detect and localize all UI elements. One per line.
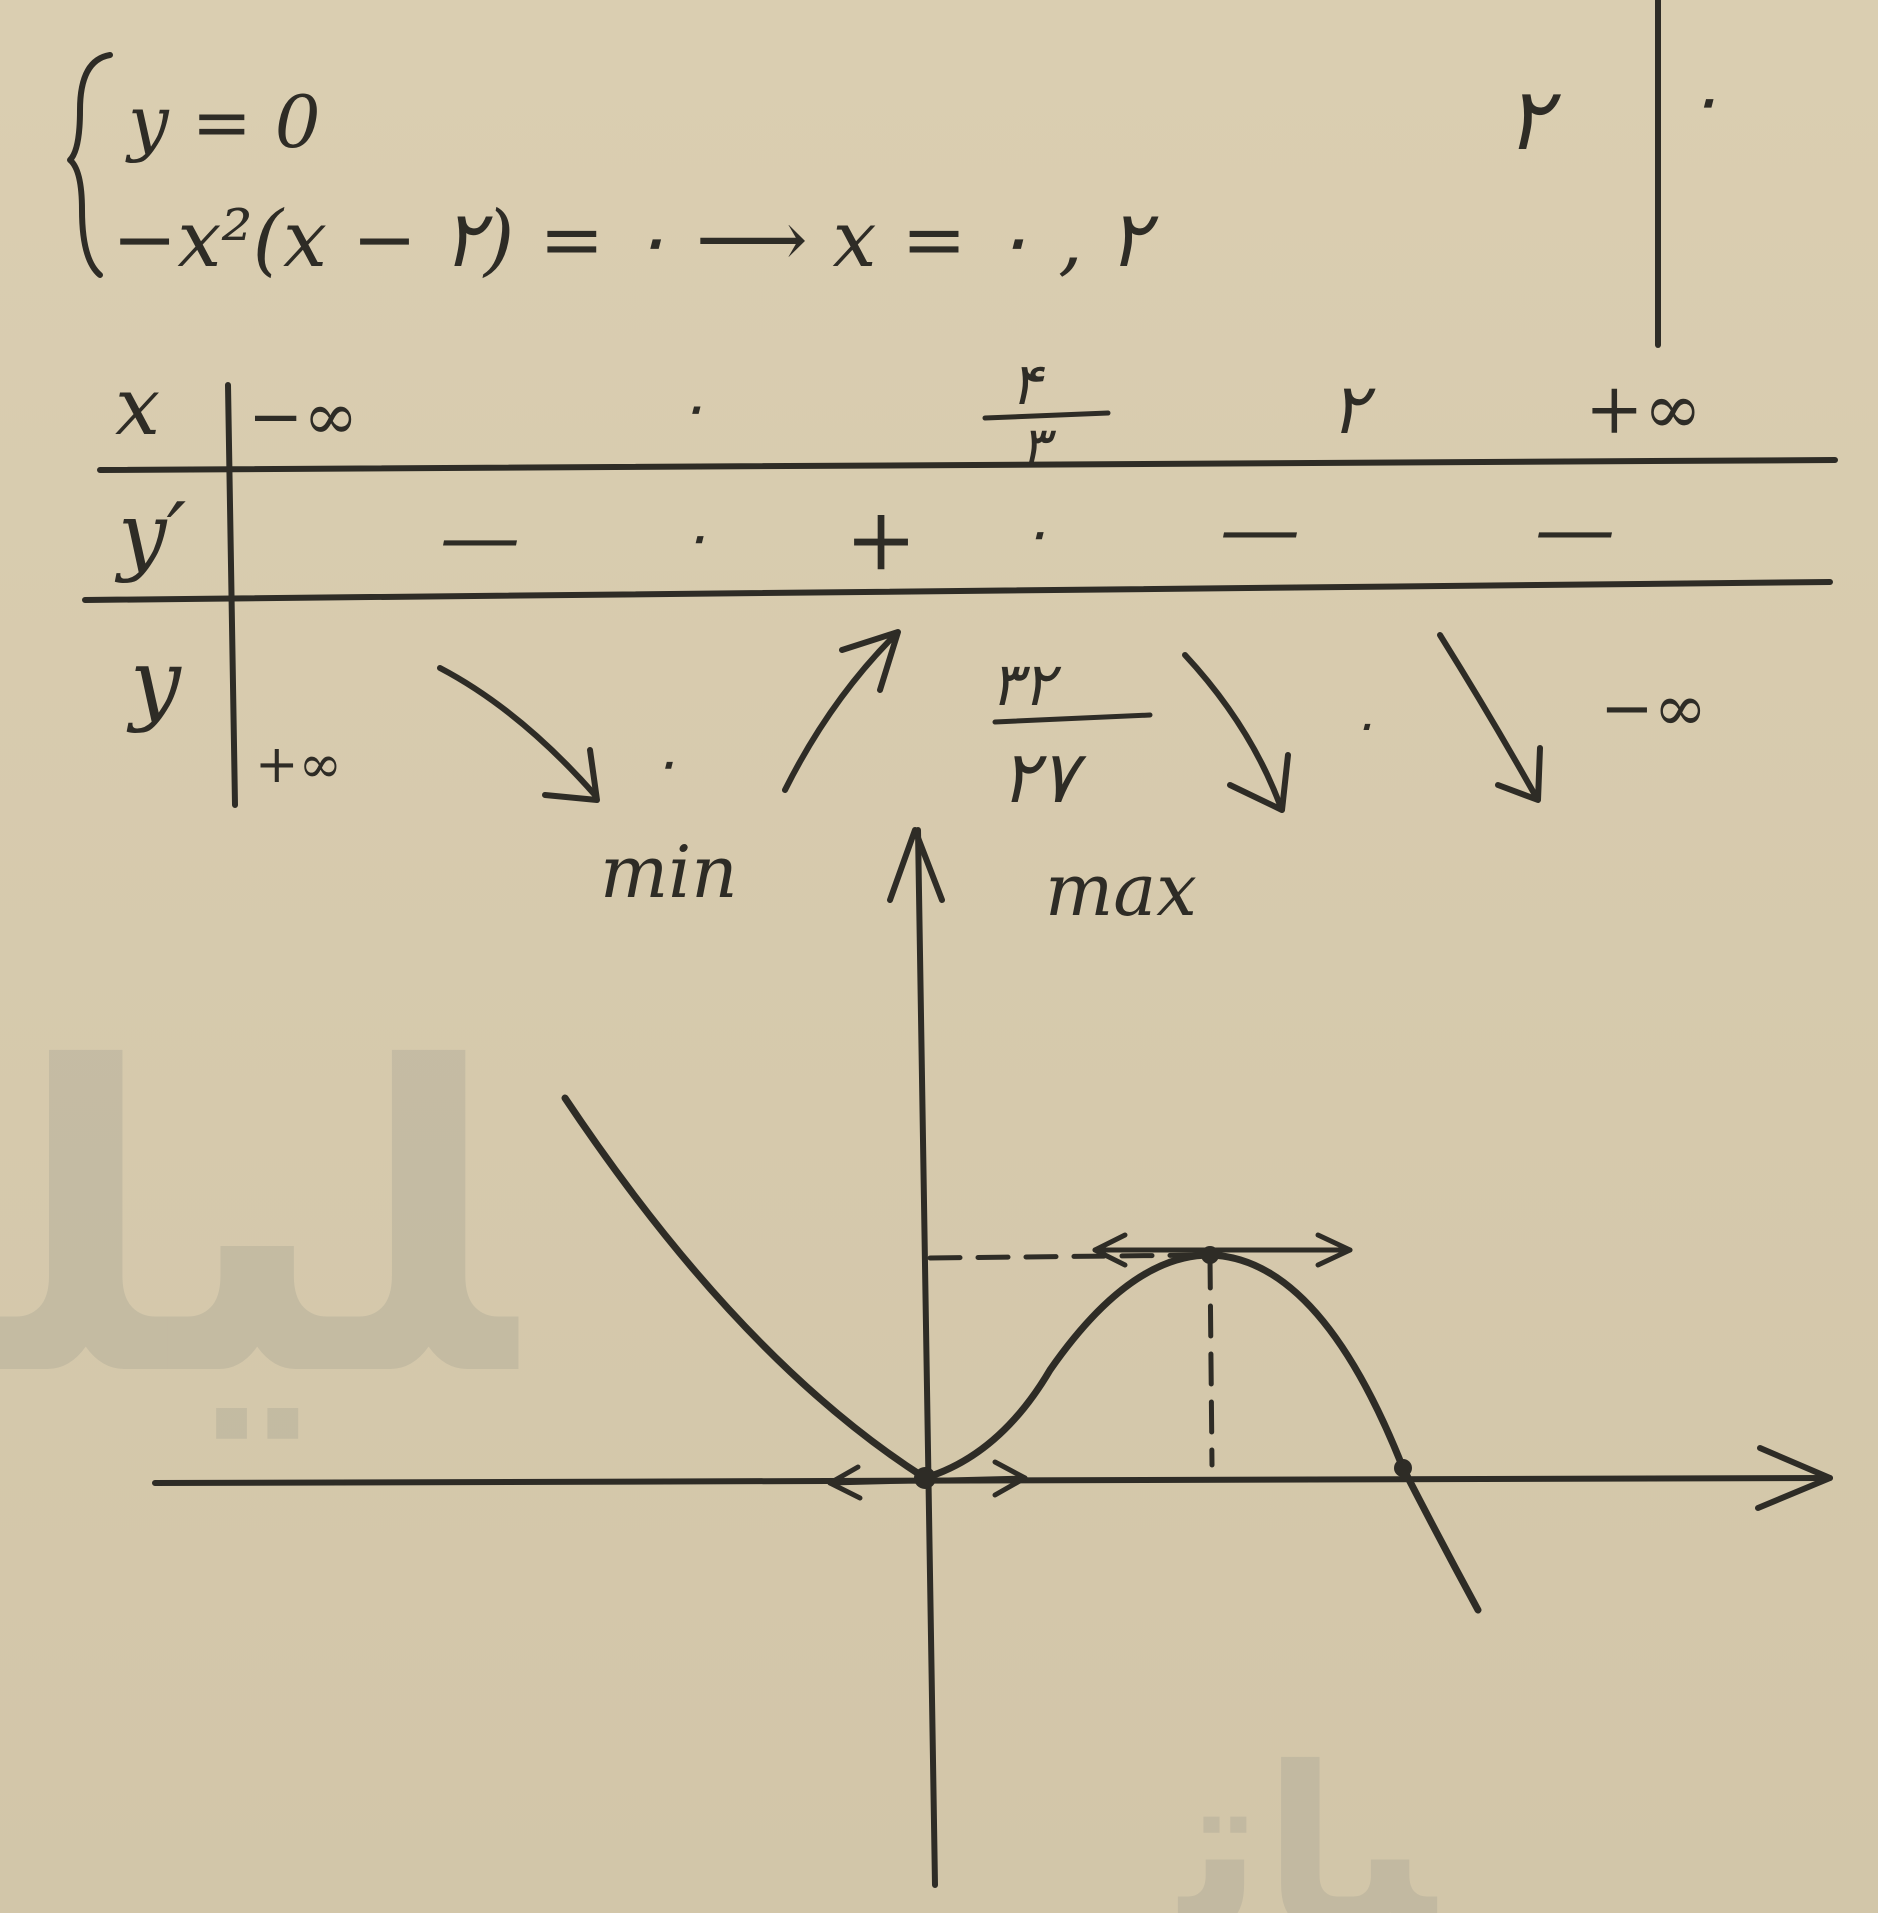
yprime-sign-2: + xyxy=(845,490,918,590)
yprime-sign-3: — xyxy=(1220,482,1300,575)
x-axis-arrowhead xyxy=(1755,1445,1833,1511)
y-max-den: ۲۷ xyxy=(1000,735,1078,819)
max-dashed-vertical xyxy=(1207,1255,1215,1468)
x-zero: ۰ xyxy=(676,372,709,442)
x-plus-infinity: +∞ xyxy=(1585,368,1702,450)
arrow-decreasing-1 xyxy=(437,665,598,798)
yprime-sign-4: — xyxy=(1535,482,1615,575)
x-two: ۲ xyxy=(1330,368,1368,450)
yprime-zero-1: ۰ xyxy=(680,502,712,570)
equation-y-zero: y = 0 xyxy=(128,80,321,164)
arrow-decreasing-2 xyxy=(1182,652,1283,808)
y-start-plus-infinity: +∞ xyxy=(255,735,342,795)
x-minus-infinity: −∞ xyxy=(248,378,359,455)
row-label-y: y xyxy=(130,630,181,735)
x-four-thirds-num: ۴ xyxy=(1010,350,1042,418)
y-max-num: ۳۲ xyxy=(990,650,1055,720)
max-point xyxy=(1201,1246,1219,1264)
y-axis-arrowhead xyxy=(887,827,945,903)
corner-left-value: ۲ xyxy=(1505,70,1552,170)
x-four-thirds-den: ۳ xyxy=(1020,415,1050,478)
yprime-sign-1: — xyxy=(440,490,520,583)
equation-derivative-roots: −x²(x − ۲) = ۰ ⟶ x = ۰ , ۲ xyxy=(112,195,1150,285)
row-label-x: x xyxy=(115,360,161,453)
origin-point xyxy=(914,1467,936,1489)
bleed-through-text-bottom: ﻴﺎﺗ xyxy=(1180,1720,1436,1913)
corner-right-value: ۰ xyxy=(1685,58,1723,140)
root-point xyxy=(1394,1459,1412,1477)
row-label-yprime: y′ xyxy=(118,485,187,585)
y-min-value: ۰ xyxy=(650,730,681,795)
curve xyxy=(561,1094,1482,1614)
bleed-through-text: ﻠﻴﻠ xyxy=(0,980,534,1469)
y-end-minus-infinity: −∞ xyxy=(1600,672,1707,746)
arrow-decreasing-3 xyxy=(1437,632,1538,798)
y-zero-at-two: ۰ xyxy=(1350,695,1377,753)
y-axis xyxy=(915,827,938,1888)
max-label: max xyxy=(1045,848,1197,932)
min-label: min xyxy=(600,830,738,914)
arrow-increasing xyxy=(782,632,898,793)
max-dashed-horizontal xyxy=(927,1252,1208,1261)
yprime-zero-2: ۰ xyxy=(1020,498,1052,566)
